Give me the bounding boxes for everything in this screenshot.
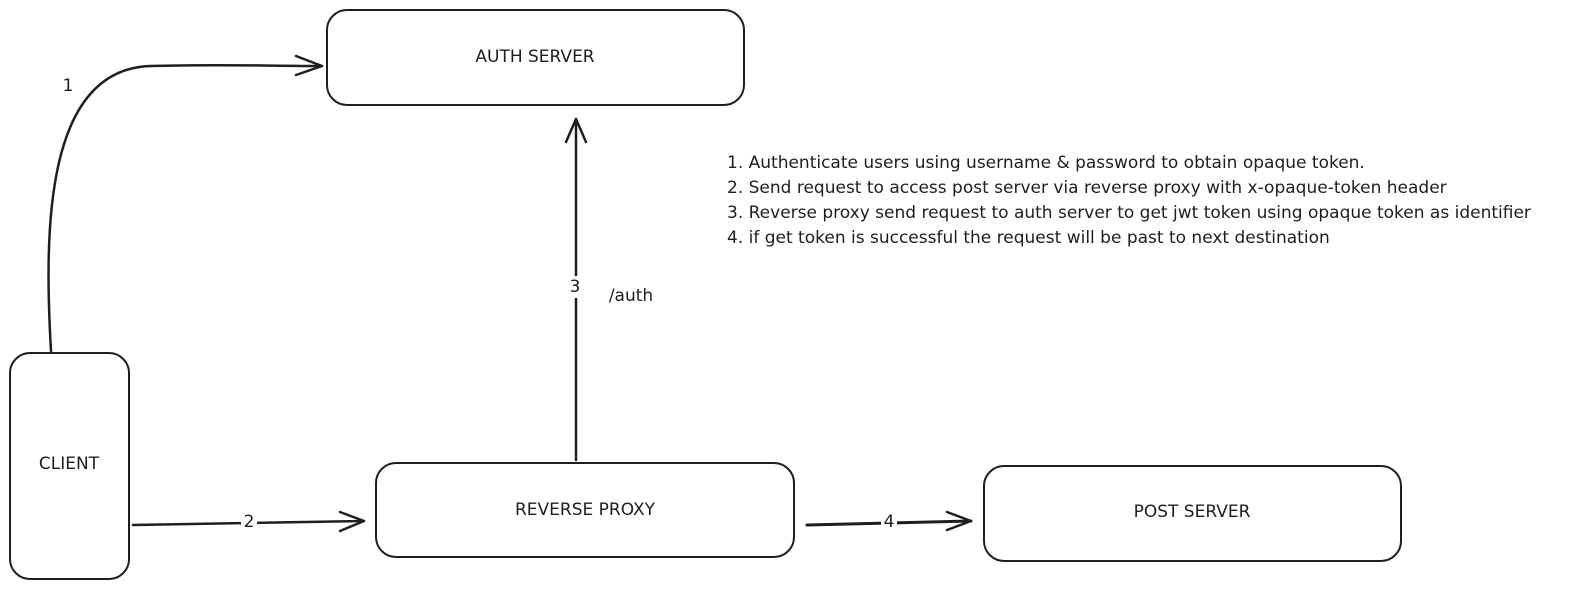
note-step-1: 1. Authenticate users using username & p… [727, 153, 1365, 173]
note-step-2: 2. Send request to access post server vi… [727, 178, 1447, 198]
reverse-proxy-box [375, 462, 795, 558]
arrow-4-head [945, 510, 973, 532]
reverse-proxy-label: REVERSE PROXY [515, 500, 656, 520]
note-step-4: 4. if get token is successful the reques… [727, 228, 1330, 248]
arrow-3-path-label: /auth [609, 286, 653, 306]
arrow-1-line [47, 63, 324, 353]
auth-server-node[interactable]: AUTH SERVER [326, 9, 745, 106]
reverse-proxy-node[interactable]: REVERSE PROXY [375, 462, 795, 558]
auth-server-label: AUTH SERVER [475, 47, 594, 67]
auth-server-box [326, 9, 745, 106]
arrow-2-label: 2 [244, 512, 255, 532]
arrow-4-label: 4 [884, 512, 895, 532]
post-server-node[interactable]: POST SERVER [983, 465, 1402, 562]
note-step-3: 3. Reverse proxy send request to auth se… [727, 203, 1531, 223]
arrow-2-head [338, 510, 366, 533]
arrow-3-label: 3 [570, 277, 581, 297]
arrow-client-to-proxy: 2 [131, 510, 366, 533]
post-server-label: POST SERVER [1134, 502, 1251, 522]
arrow-proxy-to-auth: 3 /auth [564, 117, 653, 462]
arrow-3-head [564, 117, 588, 144]
arrow-proxy-to-post: 4 [805, 510, 973, 532]
client-label: CLIENT [39, 454, 100, 474]
arrow-1-label: 1 [63, 76, 74, 96]
flow-notes: 1. Authenticate users using username & p… [727, 151, 1567, 251]
post-server-box [983, 465, 1402, 562]
client-node[interactable]: CLIENT [9, 352, 130, 580]
client-box [9, 352, 130, 580]
arrow-client-to-auth: 1 [47, 54, 324, 353]
arrow-1-head [294, 54, 324, 77]
